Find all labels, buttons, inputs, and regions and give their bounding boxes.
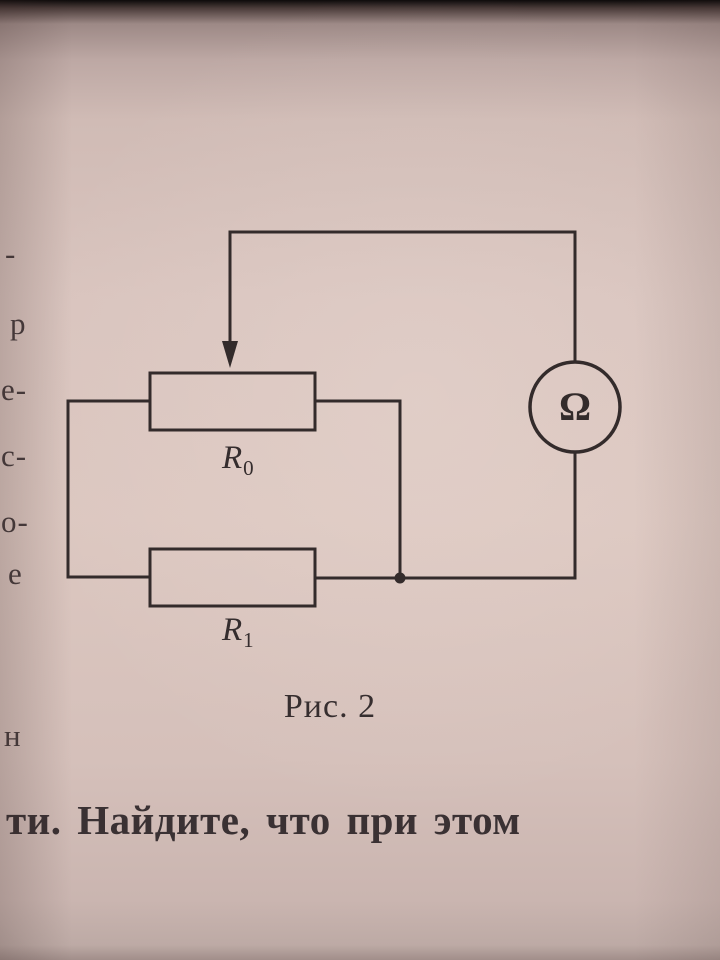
page-text-line: ти. Найдите, что при этом (6, 797, 521, 843)
wire-bottom-branch (315, 452, 577, 580)
junction-dot (394, 572, 406, 584)
margin-fragment: н (4, 718, 22, 753)
margin-fragment: о- (1, 504, 29, 539)
margin-fragment: с- (1, 438, 28, 473)
r0-letter: R (222, 440, 243, 476)
ohmmeter-symbol: Ω (558, 384, 592, 429)
margin-fragment: - (5, 236, 17, 271)
r0-subscript: 0 (243, 456, 254, 480)
wire-top-loop (228, 230, 577, 362)
margin-fragment: е (8, 556, 23, 591)
resistor-r1-body (148, 547, 317, 608)
resistor-r0-label: R0 (222, 440, 254, 481)
figure-caption: Рис. 2 (283, 688, 377, 725)
slider-arrow-icon (222, 341, 238, 368)
r1-subscript: 1 (243, 628, 254, 652)
resistor-r1-label: R1 (222, 612, 254, 653)
wire-left-branch (66, 399, 150, 579)
r1-letter: R (222, 612, 243, 648)
margin-fragment: е- (1, 372, 28, 407)
resistor-r0-body (148, 371, 317, 432)
wire-middle-branch (315, 399, 402, 578)
ohmmeter-body (528, 360, 622, 454)
margin-fragment: р (10, 306, 27, 341)
